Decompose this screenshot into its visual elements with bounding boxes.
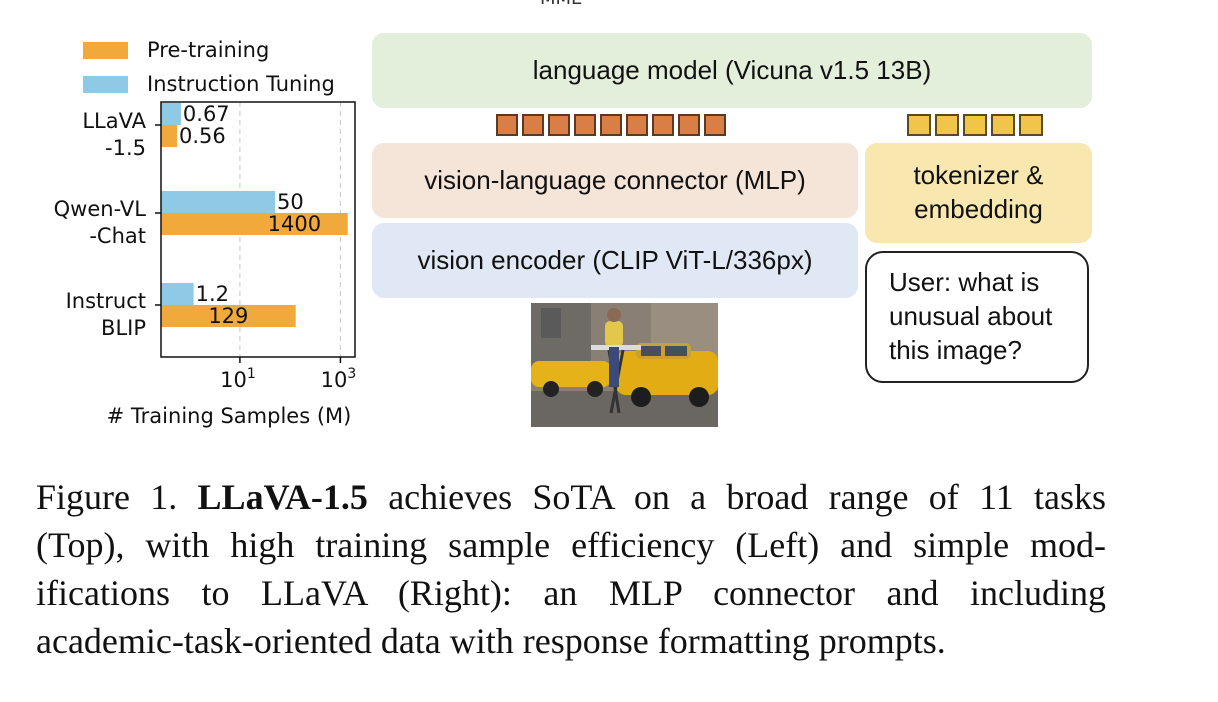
bar-value-label: 0.67	[183, 102, 230, 126]
caption-line-1: Figure 1. LLaVA-1.5 achieves SoTA on a b…	[36, 473, 1106, 521]
legend-label: Pre-training	[147, 38, 269, 62]
category-label: BLIP	[101, 316, 146, 340]
x-tick-label: 101	[220, 366, 256, 392]
text-token	[907, 114, 931, 136]
visual-token-row	[496, 114, 726, 136]
legend-swatch	[83, 76, 128, 93]
user-prompt-line1: User: what is	[889, 266, 1052, 300]
user-prompt-box: User: what is unusual about this image?	[865, 251, 1089, 383]
bar-instruction-tuning	[161, 191, 275, 213]
user-prompt-line2: unusual about	[889, 300, 1052, 334]
encoder-label: vision encoder (CLIP ViT-L/336px)	[417, 244, 812, 278]
input-photo	[531, 303, 718, 427]
vision-encoder-box: vision encoder (CLIP ViT-L/336px)	[372, 223, 858, 298]
legend-label: Instruction Tuning	[147, 72, 335, 96]
visual-token	[626, 114, 648, 136]
caption-line-4: academic-task-oriented data with respons…	[36, 617, 1106, 665]
category-label: -Chat	[89, 224, 146, 248]
legend-swatch	[83, 42, 128, 59]
bar-value-label: 1.2	[196, 282, 229, 306]
visual-token	[704, 114, 726, 136]
figure-label: Figure 1.	[36, 477, 177, 517]
text-token	[963, 114, 987, 136]
x-tick-label: 103	[321, 366, 357, 392]
visual-token	[574, 114, 596, 136]
tokenizer-label-line1: tokenizer &	[913, 159, 1043, 193]
language-model-label: language model (Vicuna v1.5 13B)	[533, 54, 931, 88]
bar-pre-training	[161, 125, 177, 147]
text-token	[935, 114, 959, 136]
visual-token	[600, 114, 622, 136]
text-token-row	[907, 114, 1043, 136]
figure-caption: Figure 1. LLaVA-1.5 achieves SoTA on a b…	[36, 473, 1106, 665]
visual-token	[496, 114, 518, 136]
x-axis-label: # Training Samples (M)	[107, 404, 352, 428]
language-model-box: language model (Vicuna v1.5 13B)	[372, 33, 1092, 108]
text-token	[991, 114, 1015, 136]
category-label: -1.5	[105, 136, 146, 160]
model-name: LLaVA-1.5	[198, 477, 368, 517]
header-fragment: MME	[540, 0, 582, 9]
visual-token	[548, 114, 570, 136]
bar-instruction-tuning	[161, 103, 181, 125]
visual-token	[678, 114, 700, 136]
bar-value-label: 50	[277, 190, 304, 214]
bar-value-label: 1400	[268, 212, 321, 236]
caption-line-1-rest: achieves SoTA on a broad range of 11 tas…	[388, 477, 1106, 517]
caption-line-2: (Top), with high training sample efficie…	[36, 521, 1106, 569]
category-label: Qwen-VL	[54, 197, 147, 221]
bar-value-label: 0.56	[179, 124, 226, 148]
bar-instruction-tuning	[161, 283, 194, 305]
user-prompt-line3: this image?	[889, 334, 1052, 368]
caption-line-3: ifications to LLaVA (Right): an MLP conn…	[36, 569, 1106, 617]
text-token	[1019, 114, 1043, 136]
category-label: Instruct	[66, 289, 146, 313]
connector-label: vision-language connector (MLP)	[424, 164, 806, 198]
tokenizer-label-line2: embedding	[913, 193, 1043, 227]
vision-language-connector-box: vision-language connector (MLP)	[372, 143, 858, 218]
visual-token	[652, 114, 674, 136]
tokenizer-embedding-box: tokenizer & embedding	[865, 143, 1092, 243]
bar-value-label: 129	[208, 304, 248, 328]
category-label: LLaVA	[82, 109, 146, 133]
visual-token	[522, 114, 544, 136]
